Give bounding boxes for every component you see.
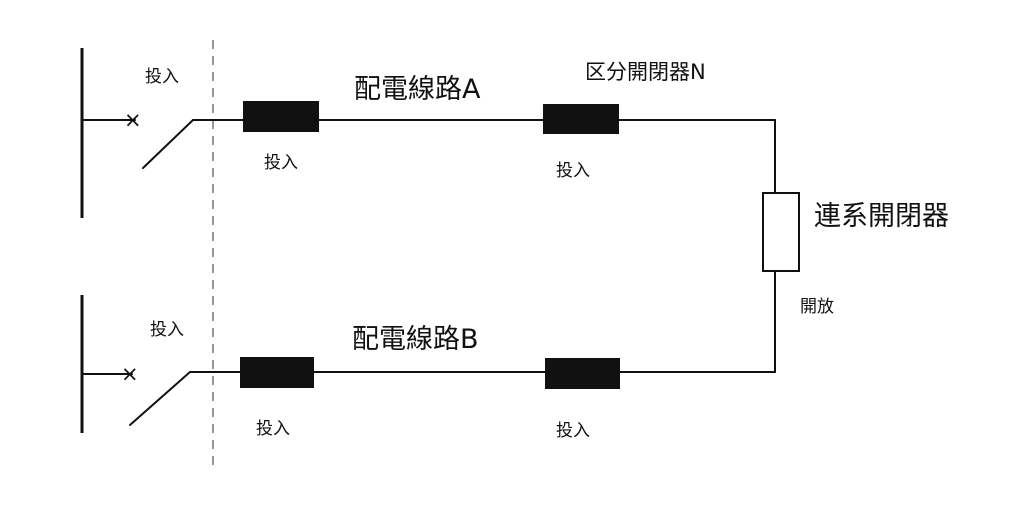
breaker-b-blade: [129, 371, 191, 426]
feeder-a-label: 配電線路A: [354, 74, 481, 105]
tie-switch-state: 開放: [800, 297, 834, 317]
feeder-b-label: 配電線路B: [352, 324, 479, 355]
tie-switch-label: 連系開閉器: [814, 201, 949, 232]
breaker-b-x-mark: ×: [121, 362, 139, 386]
feeder-b-switch-1-state: 投入: [256, 419, 290, 439]
feeder-a-switch-2-state: 投入: [556, 161, 590, 181]
breaker-a-state: 投入: [145, 67, 179, 87]
feeder-a-sectionalizer-n: [543, 104, 619, 134]
breaker-a-x-mark: ×: [124, 108, 142, 132]
feeder-a-switch-1: [243, 101, 319, 132]
tie-switch: [762, 192, 800, 272]
breaker-b-state: 投入: [150, 320, 184, 340]
feeder-b-switch-1: [240, 357, 314, 388]
feeder-b-switch-2: [545, 358, 620, 389]
breaker-a-blade: [142, 119, 194, 169]
feeder-a-switch-1-state: 投入: [264, 153, 298, 173]
sectionalizer-label: 区分開閉器N: [585, 60, 706, 84]
feeder-b-switch-2-state: 投入: [556, 421, 590, 441]
